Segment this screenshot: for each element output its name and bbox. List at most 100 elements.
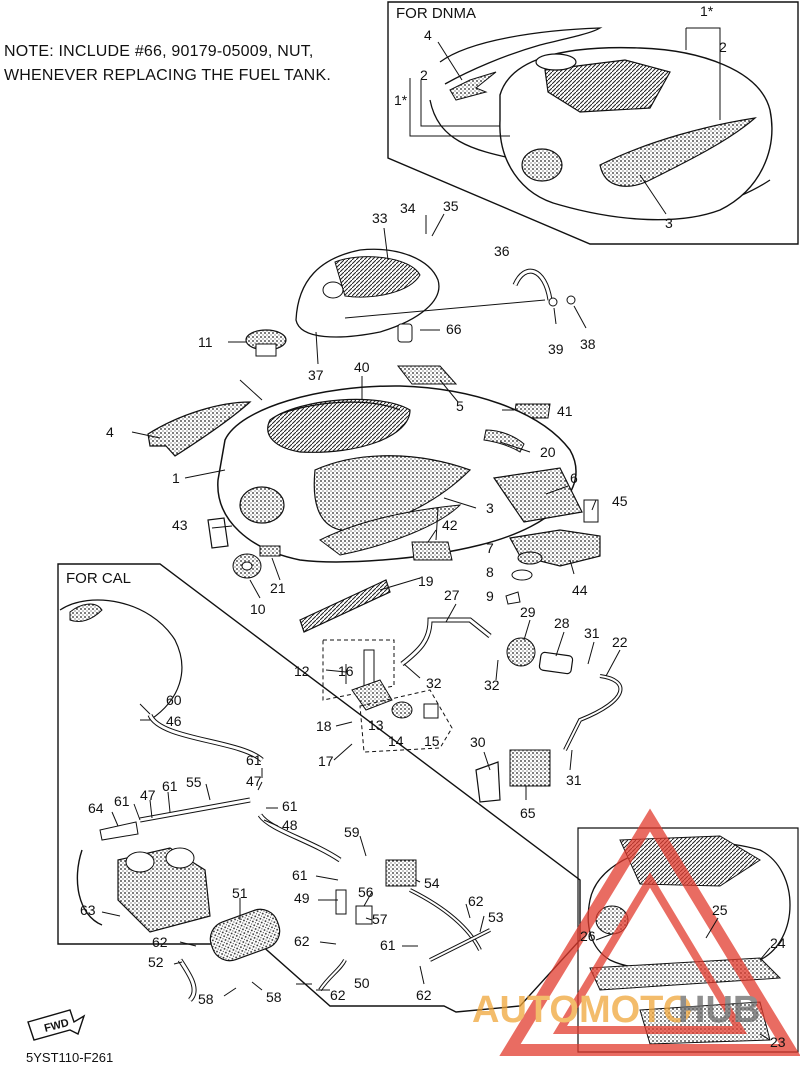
callout-dnma-3: 3 xyxy=(665,215,673,231)
callout-53: 53 xyxy=(488,909,504,925)
callout-29: 29 xyxy=(520,604,536,620)
callout-62-d: 62 xyxy=(330,987,346,1003)
callout-22: 22 xyxy=(612,634,628,650)
note-line-1: NOTE: INCLUDE #66, 90179-05009, NUT, xyxy=(4,43,314,60)
cal-inset-box: FOR CAL xyxy=(57,563,581,1013)
callout-17: 17 xyxy=(318,753,334,769)
callout-49: 49 xyxy=(294,890,310,906)
callout-12: 12 xyxy=(294,663,310,679)
callout-27: 27 xyxy=(444,587,460,603)
callout-47-a: 47 xyxy=(246,773,262,789)
dnma-inset-box: FOR DNMA 1* 2 2 1* 4 3 xyxy=(387,1,799,245)
callout-46: 46 xyxy=(166,713,182,729)
callout-60: 60 xyxy=(166,692,182,708)
callout-45: 45 xyxy=(612,493,628,509)
callout-37: 37 xyxy=(308,367,324,383)
callout-25: 25 xyxy=(712,902,728,918)
callout-62-b: 62 xyxy=(294,933,310,949)
callout-15: 15 xyxy=(424,733,440,749)
watermark-logo: AUTOMOTO HUB xyxy=(472,808,800,1056)
callout-7: 7 xyxy=(486,540,494,556)
callout-62-c: 62 xyxy=(152,934,168,950)
callout-43: 43 xyxy=(172,517,188,533)
callout-44: 44 xyxy=(572,582,588,598)
callout-11: 11 xyxy=(198,334,213,350)
callout-19: 19 xyxy=(418,573,434,589)
callout-16: 16 xyxy=(338,663,354,679)
cal-callout-numbers: 60 46 61 47 55 61 47 61 64 61 48 59 61 5… xyxy=(80,692,504,1007)
callout-56: 56 xyxy=(358,884,374,900)
callout-64: 64 xyxy=(88,800,104,816)
callout-42: 42 xyxy=(442,517,458,533)
callout-23: 23 xyxy=(770,1034,786,1050)
watermark-text-2: HUB xyxy=(678,989,760,1031)
callout-38: 38 xyxy=(580,336,596,352)
callout-30: 30 xyxy=(470,734,486,750)
callout-9: 9 xyxy=(486,588,494,604)
callout-50: 50 xyxy=(354,975,370,991)
callout-6: 6 xyxy=(570,470,578,486)
fwd-arrow-icon: FWD xyxy=(27,1009,86,1041)
callout-8: 8 xyxy=(486,564,494,580)
main-tank-assembly xyxy=(147,248,623,803)
callout-18: 18 xyxy=(316,718,332,734)
callout-26: 26 xyxy=(580,928,596,944)
callout-59: 59 xyxy=(344,824,360,840)
callout-55: 55 xyxy=(186,774,202,790)
diagram-code: 5YST110-F261 xyxy=(26,1050,114,1065)
callout-numbers: 33 34 35 36 11 66 39 38 37 40 5 41 4 20 … xyxy=(106,198,628,821)
dnma-box-title: FOR DNMA xyxy=(396,5,476,22)
callout-dnma-4: 4 xyxy=(424,27,432,43)
callout-34: 34 xyxy=(400,200,416,216)
callout-63: 63 xyxy=(80,902,96,918)
callout-48: 48 xyxy=(282,817,298,833)
callout-24: 24 xyxy=(770,935,786,951)
callout-14: 14 xyxy=(388,733,404,749)
cal-box-title: FOR CAL xyxy=(66,570,131,587)
callout-57: 57 xyxy=(372,911,388,927)
callout-31-top: 31 xyxy=(584,625,600,641)
callout-58-a: 58 xyxy=(198,991,214,1007)
callout-51: 51 xyxy=(232,885,248,901)
callout-10: 10 xyxy=(250,601,266,617)
callout-65: 65 xyxy=(520,805,536,821)
callout-61-a: 61 xyxy=(246,752,262,768)
callout-61-f: 61 xyxy=(380,937,396,953)
callout-3: 3 xyxy=(486,500,494,516)
callout-62-e: 62 xyxy=(416,987,432,1003)
callout-21: 21 xyxy=(270,580,286,596)
callout-1: 1 xyxy=(172,470,180,486)
callout-4: 4 xyxy=(106,424,114,440)
lower-right-tank-view xyxy=(577,827,799,1053)
callout-dnma-2-right: 2 xyxy=(719,39,727,55)
leader-lines xyxy=(131,213,621,800)
callout-20: 20 xyxy=(540,444,556,460)
callout-32-left: 32 xyxy=(426,675,442,691)
callout-61-c: 61 xyxy=(162,778,178,794)
callout-41: 41 xyxy=(557,403,573,419)
callout-58-b: 58 xyxy=(266,989,282,1005)
cal-leader-lines xyxy=(101,703,485,997)
callout-61-e: 61 xyxy=(292,867,308,883)
replacement-note: NOTE: INCLUDE #66, 90179-05009, NUT, WHE… xyxy=(4,40,331,88)
watermark-text-1: AUTOMOTO xyxy=(472,989,692,1031)
callout-61-d: 61 xyxy=(282,798,298,814)
callout-dnma-1-top: 1* xyxy=(700,3,714,19)
callout-13: 13 xyxy=(368,717,384,733)
callout-52: 52 xyxy=(148,954,164,970)
callout-40: 40 xyxy=(354,359,370,375)
callout-47-b: 47 xyxy=(140,787,156,803)
br-leader-lines xyxy=(595,917,771,1041)
note-line-2: WHENEVER REPLACING THE FUEL TANK. xyxy=(4,67,331,84)
fwd-label: FWD xyxy=(43,1017,70,1035)
callout-5: 5 xyxy=(456,398,464,414)
callout-33: 33 xyxy=(372,210,388,226)
callout-62-a: 62 xyxy=(468,893,484,909)
callout-31-bottom: 31 xyxy=(566,772,582,788)
callout-dnma-1-left: 1* xyxy=(394,92,408,108)
callout-35: 35 xyxy=(443,198,459,214)
callout-61-b: 61 xyxy=(114,793,130,809)
callout-32-right: 32 xyxy=(484,677,500,693)
callout-66: 66 xyxy=(446,321,462,337)
